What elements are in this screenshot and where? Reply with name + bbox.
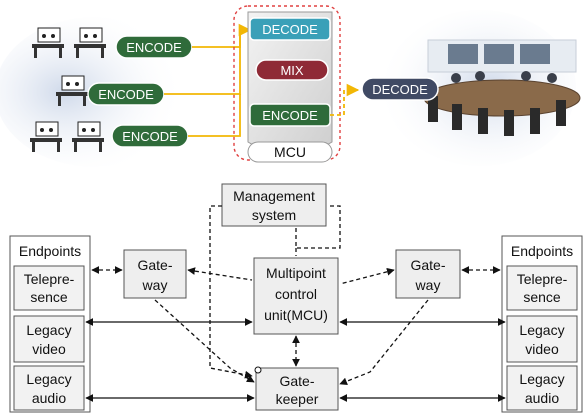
output-arrow — [330, 83, 360, 116]
mcu-label: MCU — [274, 144, 306, 160]
right-decode-label: DECODE — [372, 82, 428, 97]
gateway-label-line: Gate- — [137, 257, 172, 273]
connections — [85, 205, 506, 402]
conference-room-icon — [32, 27, 64, 58]
management-label-line: Management — [233, 188, 315, 204]
mcu-decode-block — [249, 17, 331, 41]
top-diagram: ENCODE ENCODE ENCODE DECODE MIX ENCODE M… — [0, 5, 581, 167]
gatekeeper-label-line: Gate- — [279, 373, 314, 389]
endpoint-label-line: Legacy — [519, 322, 564, 338]
bottom-diagram: Endpoints Telepre- sence Legacy video Le… — [9, 183, 583, 413]
endpoint-label-line: Legacy — [26, 322, 71, 338]
endpoint-legacy-video-left — [13, 315, 85, 363]
endpoint-legacy-audio-right — [506, 365, 578, 411]
endpoint-label-line: Legacy — [519, 371, 564, 387]
gateway-label-line: way — [415, 277, 441, 293]
endpoint-label-line: sence — [30, 289, 68, 305]
left-encoders: ENCODE ENCODE ENCODE — [87, 35, 193, 148]
mcu-label-line: unit(MCU) — [264, 307, 328, 323]
encode-label: ENCODE — [122, 129, 178, 144]
endpoint-label-line: Telepre- — [517, 271, 568, 287]
endpoint-label-line: video — [525, 341, 559, 357]
endpoint-telepresence-right — [506, 265, 578, 311]
endpoint-label-line: audio — [32, 390, 66, 406]
endpoint-telepresence-left — [13, 265, 85, 311]
endpoint-label-line: sence — [523, 289, 561, 305]
encode-label: ENCODE — [126, 40, 182, 55]
endpoint-label-line: Legacy — [26, 371, 71, 387]
mcu-label-box — [247, 141, 333, 163]
endpoint-label-line: video — [32, 341, 66, 357]
encode-label: ENCODE — [98, 87, 154, 102]
mcu-label-line: control — [275, 286, 317, 302]
junction-dot — [254, 366, 262, 374]
right-decode-pill — [361, 77, 439, 101]
conference-room-icon — [72, 121, 104, 152]
left-room-icons — [30, 27, 106, 152]
management-label-line: system — [252, 207, 296, 223]
conference-room-icon — [30, 121, 62, 152]
mcu-mix-label: MIX — [280, 63, 303, 78]
mcu-box — [253, 257, 339, 335]
gateway-label-line: Gate- — [410, 257, 445, 273]
conference-room-icon — [74, 27, 106, 58]
endpoint-legacy-audio-left — [13, 365, 85, 411]
input-arrows — [164, 23, 252, 137]
gateway-right — [395, 249, 461, 299]
mcu-boundary — [233, 5, 341, 161]
gateway-left — [123, 249, 187, 299]
gatekeeper-label-line: keeper — [276, 391, 319, 407]
gateway-label-line: way — [142, 277, 168, 293]
mcu-label-line: Multipoint — [266, 265, 326, 281]
endpoint-legacy-video-right — [506, 315, 578, 363]
endpoints-right-title: Endpoints — [511, 243, 573, 259]
mcu-encode-label: ENCODE — [262, 108, 318, 123]
conference-room-icon — [56, 75, 88, 106]
endpoint-label-line: Telepre- — [24, 271, 75, 287]
gatekeeper — [255, 367, 339, 411]
management-system — [221, 183, 327, 227]
endpoints-left-title: Endpoints — [19, 243, 81, 259]
mcu-mix-block — [255, 59, 329, 81]
mcu-decode-label: DECODE — [262, 22, 318, 37]
endpoint-label-line: audio — [525, 390, 559, 406]
right-conference-room-photo — [423, 39, 581, 136]
